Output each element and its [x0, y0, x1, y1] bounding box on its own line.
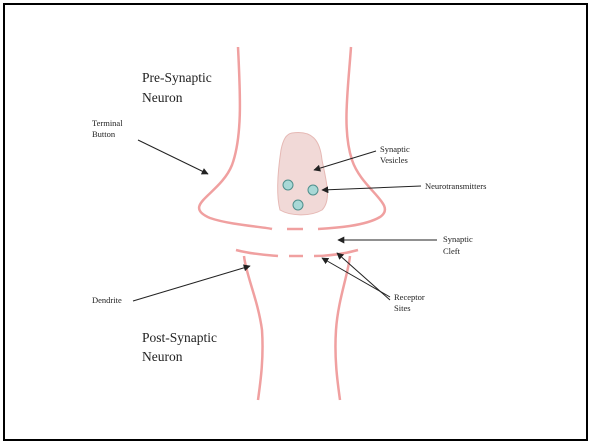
pre-synaptic-label-line1: Pre-Synaptic [142, 70, 212, 85]
neurotransmitter-1 [283, 180, 293, 190]
neurotransmitter-3 [293, 200, 303, 210]
pre-synaptic-label-line2: Neuron [142, 90, 183, 105]
synaptic-vesicles-label-line1: Synaptic [380, 144, 410, 154]
pre-synaptic-membrane-right [318, 47, 385, 229]
synaptic-vesicles-arrow [314, 151, 376, 170]
neurotransmitters-label: Neurotransmitters [425, 181, 486, 191]
terminal-button-label-line2: Button [92, 129, 116, 139]
dendrite-arrow [133, 266, 250, 301]
synaptic-cleft-label-line2: Cleft [443, 246, 461, 256]
receptor-sites-label-line1: Receptor [394, 292, 425, 302]
synaptic-vesicles-label-line2: Vesicles [380, 155, 408, 165]
dendrite-label: Dendrite [92, 295, 122, 305]
terminal-button-label-line1: Terminal [92, 118, 123, 128]
neurotransmitter-2 [308, 185, 318, 195]
receptor-sites-label-line2: Sites [394, 303, 411, 313]
post-synaptic-label-line1: Post-Synaptic [142, 330, 217, 345]
post-synaptic-membrane-left [236, 250, 278, 400]
post-synaptic-membrane-right [314, 250, 358, 400]
post-synaptic-label-line2: Neuron [142, 349, 183, 364]
synaptic-cleft-label-line1: Synaptic [443, 234, 473, 244]
terminal-button-arrow [138, 140, 208, 174]
